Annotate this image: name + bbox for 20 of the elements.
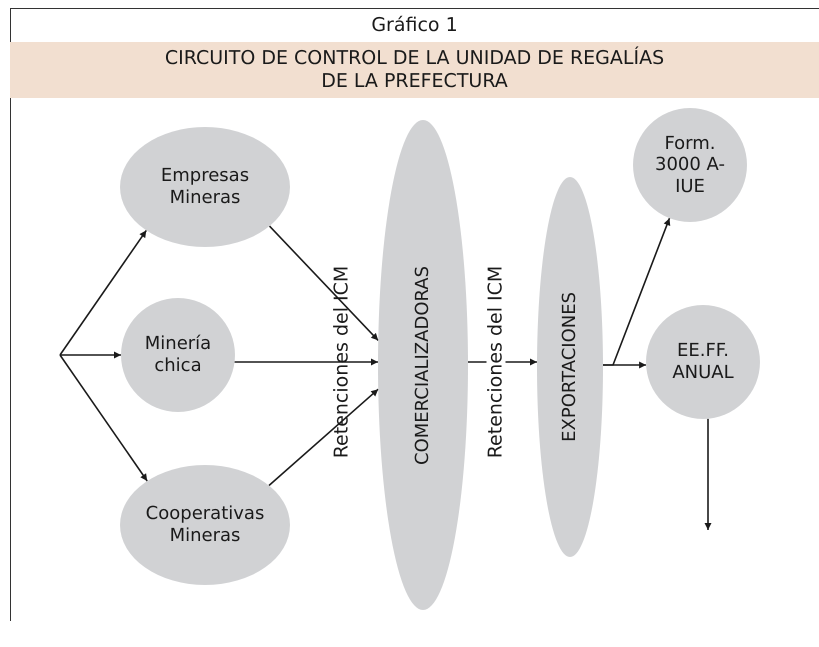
node-label: EXPORTACIONES [559, 292, 581, 442]
arrow [704, 418, 712, 530]
node-label: EE.FF. ANUAL [671, 340, 735, 384]
node-label: Form. 3000 A-IUE [655, 132, 725, 198]
node-label: Cooperativas Mineras [144, 503, 266, 547]
arrow [60, 352, 121, 358]
edge-label: Retenciones del ICM [486, 266, 506, 458]
node-label: COMERCIALIZADORAS [412, 266, 434, 464]
arrow [268, 388, 379, 486]
node-label: Minería chica [144, 333, 212, 377]
annotation-label: Retenciones del ICM [332, 266, 352, 458]
arrow [603, 362, 646, 368]
title-band [10, 42, 819, 98]
arrow [234, 358, 378, 366]
figure-title: Gráfico 1 [370, 14, 459, 36]
node-label: Empresas Mineras [160, 165, 250, 209]
node-label: CIRCUITO DE CONTROL DE LA UNIDAD DE REGALÍAS DE LA PREFECTURA [164, 47, 666, 93]
arrow [59, 354, 148, 482]
arrow [268, 226, 379, 341]
arrow [59, 230, 147, 356]
